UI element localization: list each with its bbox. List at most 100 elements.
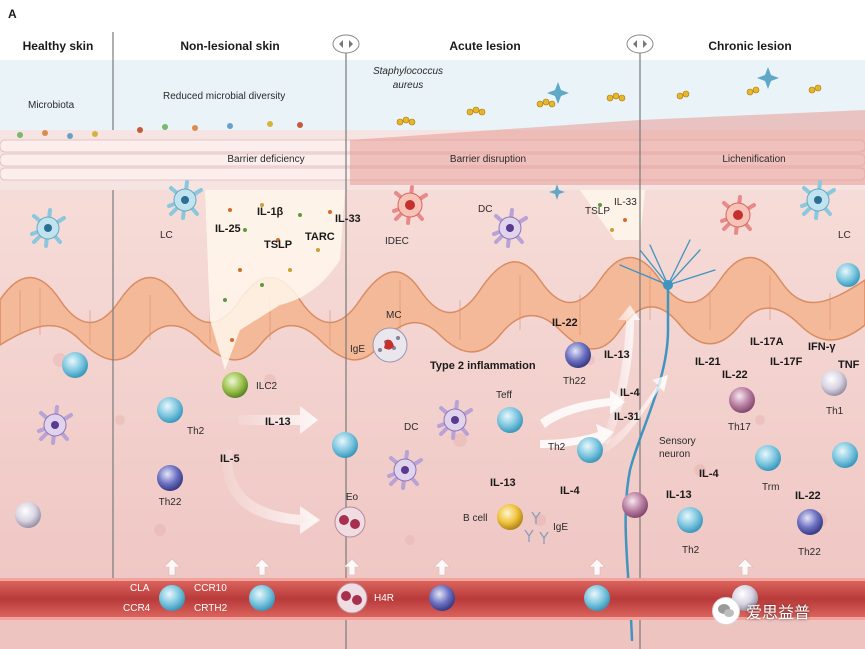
tcell-healthy (62, 352, 88, 378)
cytokine-il25: IL-25 (215, 223, 241, 235)
header-band (0, 0, 865, 60)
vessel-wall-top (0, 578, 865, 581)
label-reduced-diversity: Reduced microbial diversity (163, 91, 285, 102)
migration-arrows (163, 558, 754, 576)
cytokine-ifng: IFN-γ (808, 341, 836, 353)
label-lichenification: Lichenification (722, 154, 785, 165)
label-ilc2: ILC2 (256, 381, 278, 392)
label-th22-2: Th22 (563, 376, 586, 387)
dc-cell-acute-teff (437, 400, 473, 440)
cytokine-il22-chronic-2: IL-22 (795, 490, 821, 502)
vessel-eosinophil (336, 582, 368, 614)
dc-cell-dermis-acute-left (387, 450, 423, 490)
b-cell (497, 504, 523, 530)
stage-header-healthy: Healthy skin (23, 39, 94, 53)
cytokine-dots (223, 203, 627, 342)
label-sensory-1: Sensory (659, 436, 696, 447)
receptor-h4r: H4R (374, 593, 394, 604)
label-teff: Teff (496, 390, 512, 401)
vessel-th22 (429, 585, 455, 611)
label-dc-1: DC (478, 204, 492, 215)
label-lc-1: LC (160, 230, 173, 241)
label-ige-2: IgE (553, 522, 568, 533)
ige-antibody-icons (524, 511, 549, 544)
label-microbiota: Microbiota (28, 100, 75, 111)
receptor-crth2: CRTH2 (194, 603, 228, 614)
label-staph-line1: Staphylococcus (373, 66, 443, 77)
th22-cell-chronic (797, 509, 823, 535)
label-th2-1: Th2 (187, 426, 205, 437)
stage-toggle-2[interactable] (626, 34, 654, 54)
label-th2-3: Th2 (682, 545, 700, 556)
receptor-ccr10: CCR10 (194, 583, 227, 594)
stage-header-chronic: Chronic lesion (708, 39, 791, 53)
label-th17: Th17 (728, 422, 751, 433)
label-trm: Trm (762, 482, 779, 493)
lc-cell-nonlesional (167, 180, 203, 220)
lc-cell-chronic (800, 180, 836, 220)
label-barrier-disruption: Barrier disruption (450, 154, 526, 165)
flow-arrows (221, 305, 668, 534)
cytokine-il21: IL-21 (695, 356, 721, 368)
tcell-eo-contact (332, 432, 358, 458)
idec-cell (392, 185, 428, 225)
watermark: 爱思益普 (712, 596, 852, 626)
cytokine-tarc: TARC (305, 231, 335, 243)
lesional-thickening (350, 110, 865, 185)
cytokine-tslp: TSLP (264, 239, 292, 251)
tcell-chronic-top (836, 263, 860, 287)
label-bcell: B cell (463, 513, 487, 524)
cytokine-il33: IL-33 (335, 213, 361, 225)
label-staph-line2: aureus (393, 80, 424, 91)
vessel-tcell-3 (584, 585, 610, 611)
cytokine-il22-acute: IL-22 (552, 317, 578, 329)
cytokine-cloud-nonlesional (205, 190, 345, 370)
label-th22-3: Th22 (798, 547, 821, 558)
label-barrier-deficiency: Barrier deficiency (227, 154, 304, 165)
label-idec: IDEC (385, 236, 409, 247)
cytokine-cloud-acute (580, 190, 645, 240)
label-ige-1: IgE (350, 344, 365, 355)
cytokine-tnf: TNF (838, 359, 860, 371)
cytokine-il13-ilc2: IL-13 (265, 416, 291, 428)
lc-cell-healthy (30, 208, 66, 248)
th2-cell-chronic (677, 507, 703, 533)
th22-cell-nonlesional (157, 465, 183, 491)
tcell-chronic-right (832, 442, 858, 468)
stage-header-acute: Acute lesion (449, 39, 520, 53)
cytokine-il5: IL-5 (220, 453, 240, 465)
cytokine-il22-chronic: IL-22 (722, 369, 748, 381)
idec-cell-chronic (720, 195, 756, 235)
sensory-neuron-body (663, 280, 673, 290)
staphylococcus-clusters (396, 84, 822, 126)
th2-cell-acute (577, 437, 603, 463)
th1-cell (821, 370, 847, 396)
panel-letter: A (8, 7, 17, 21)
eosinophil (334, 506, 366, 538)
label-dc-2: DC (404, 422, 418, 433)
stage-header-nonlesional: Non-lesional skin (180, 39, 279, 53)
stage-toggle-1[interactable] (332, 34, 360, 54)
vessel-wall-bottom (0, 617, 865, 620)
cytokine-il17a: IL-17A (750, 336, 784, 348)
label-th1: Th1 (826, 406, 844, 417)
dc-cell-acute (492, 208, 528, 248)
label-th2-2: Th2 (548, 442, 566, 453)
watermark-text: 爱思益普 (746, 603, 811, 622)
vessel-tcell-1 (159, 585, 185, 611)
cytokine-il31: IL-31 (614, 411, 640, 423)
label-lc-2: LC (838, 230, 851, 241)
trm-cell (755, 445, 781, 471)
cytokine-il13-acute: IL-13 (604, 349, 630, 361)
th2-cell-nonlesional (157, 397, 183, 423)
ilc2-cell (222, 372, 248, 398)
th17-cell (729, 387, 755, 413)
cytokine-il13-b: IL-13 (490, 477, 516, 489)
microbiota-dots (17, 121, 303, 139)
cytokine-il17f: IL-17F (770, 356, 803, 368)
dermis (0, 190, 865, 649)
label-th22-1: Th22 (159, 497, 182, 508)
cytokine-il4-acute: IL-4 (620, 387, 640, 399)
